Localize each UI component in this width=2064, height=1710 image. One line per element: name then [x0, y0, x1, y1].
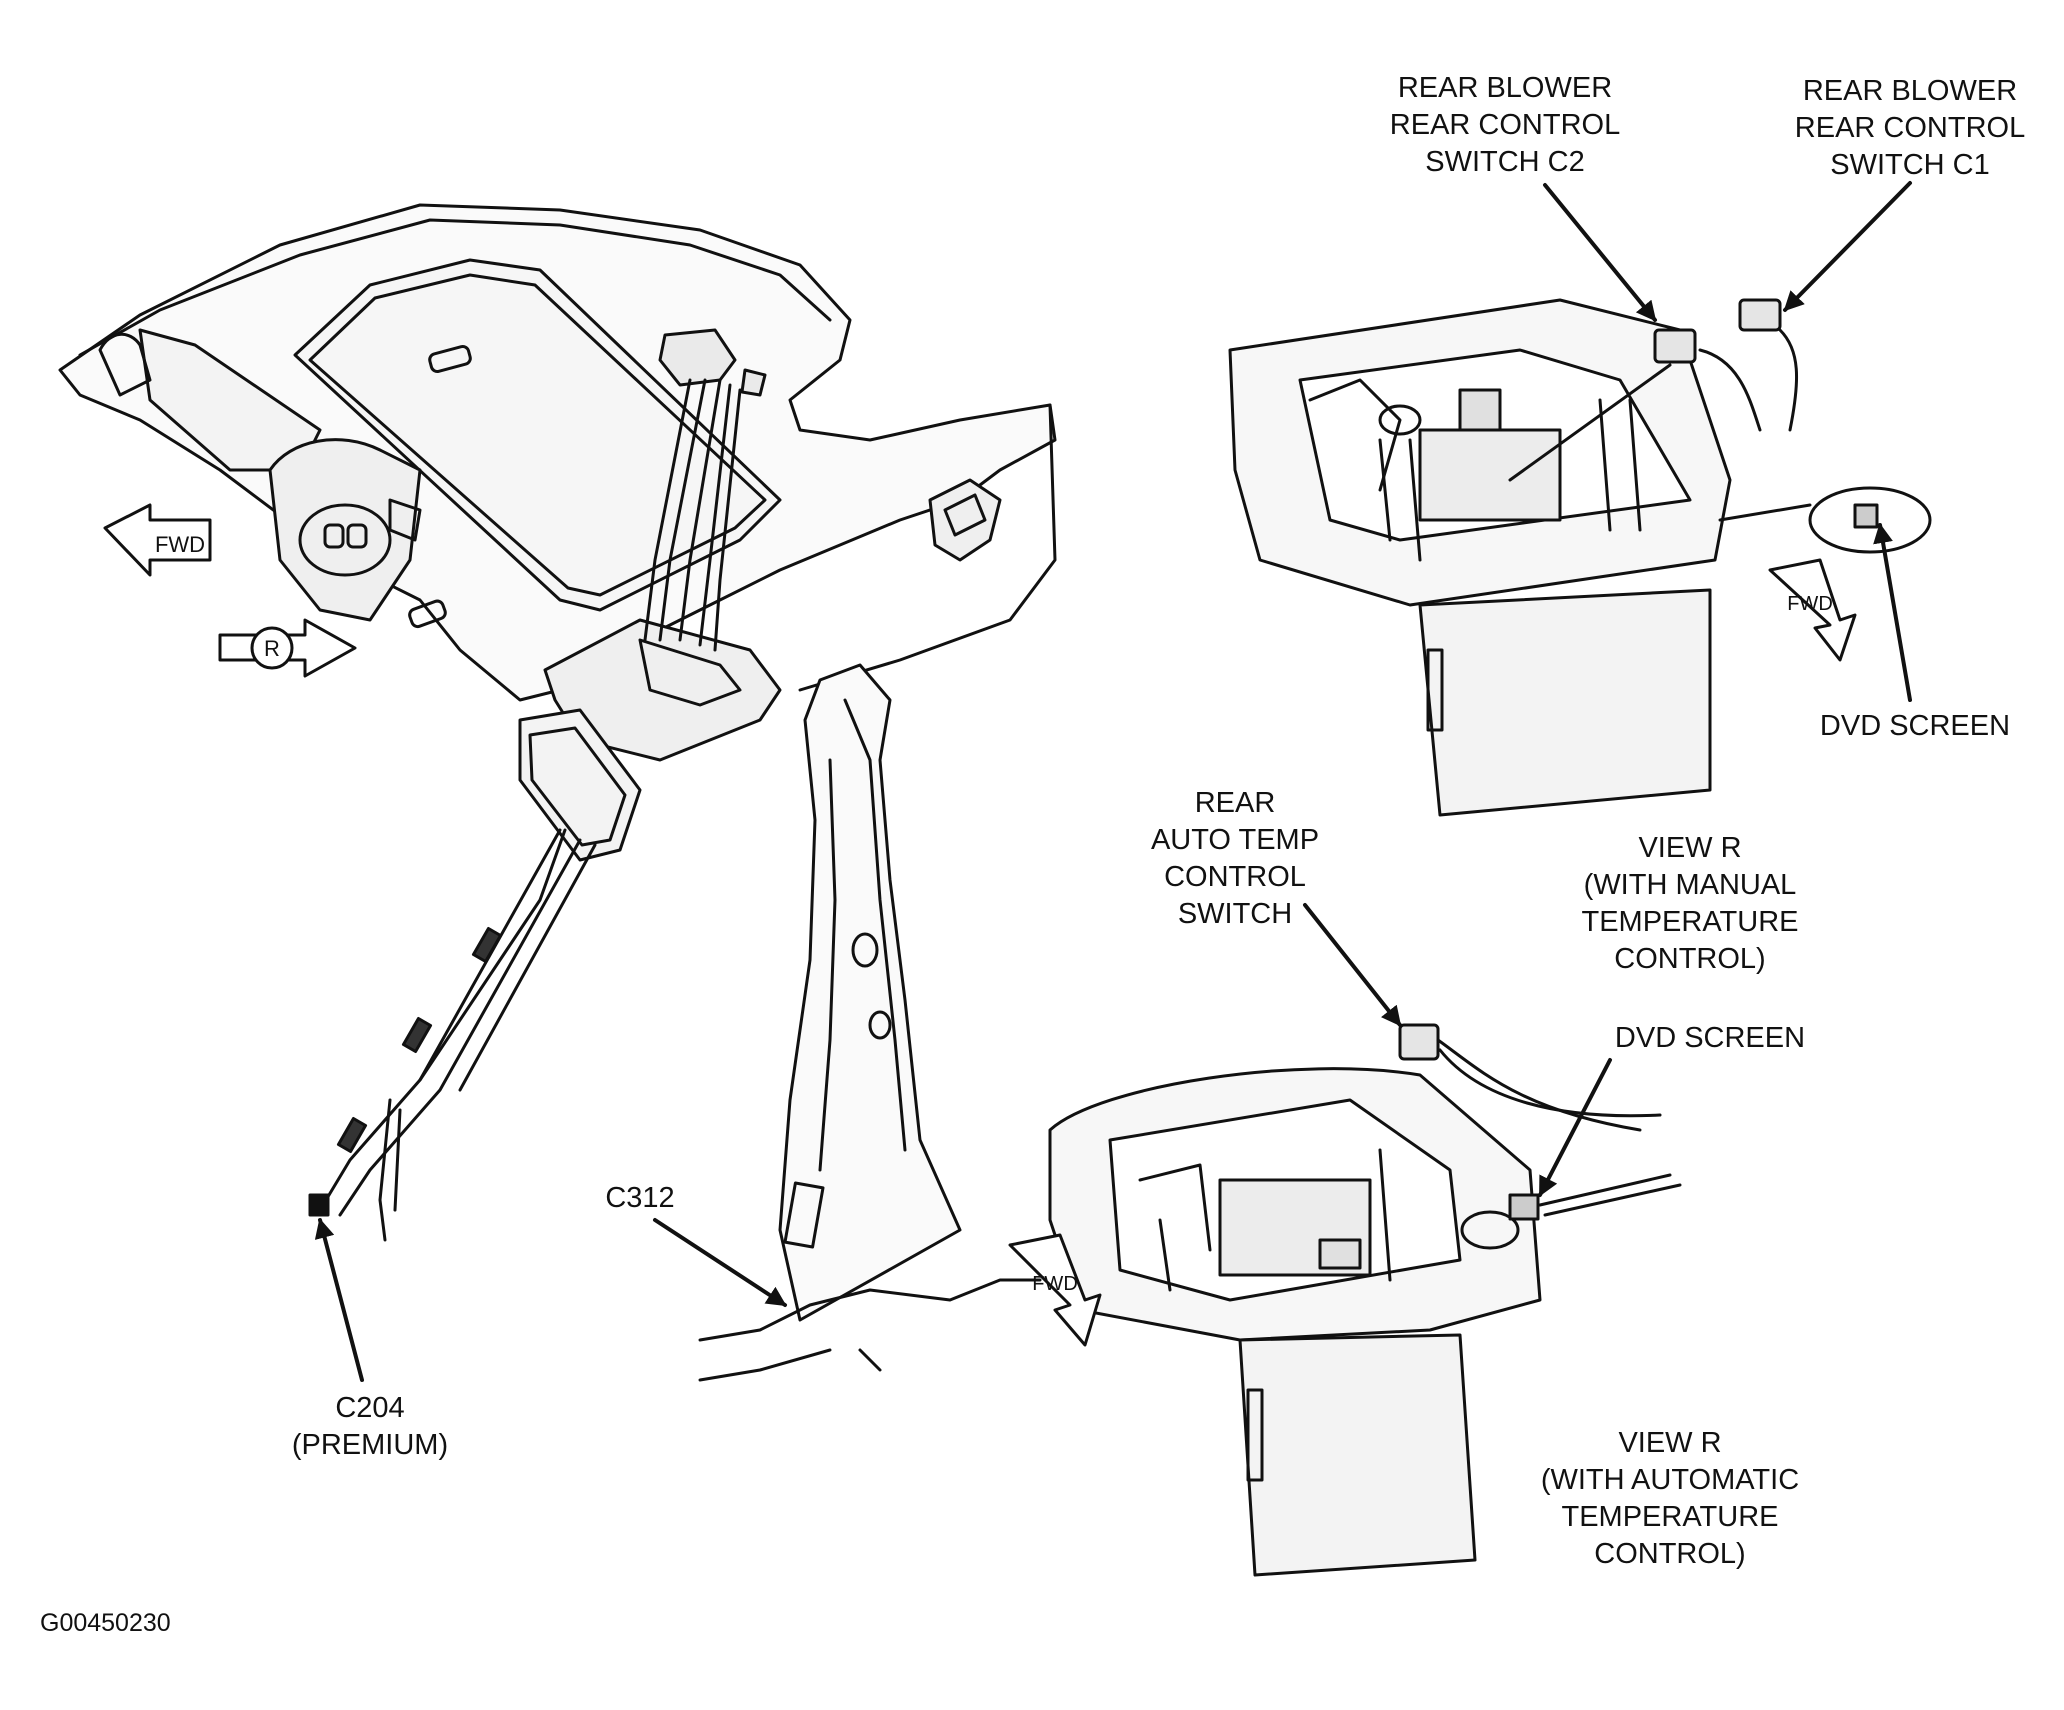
- leader-lines: [314, 181, 1912, 1382]
- view-r-auto-screen: [1238, 1333, 1477, 1577]
- svg-text:R: R: [264, 636, 280, 661]
- c2-connector: [1653, 328, 1697, 364]
- label-rear-blower-c2: REAR BLOWER REAR CONTROL SWITCH C2: [1389, 72, 1621, 178]
- sunroof-opening: [293, 258, 782, 612]
- leader-c204: [314, 1218, 364, 1382]
- wiring-harness: [318, 828, 562, 1212]
- b-pillar: [698, 663, 1042, 1382]
- leader-dvd-top: [1873, 523, 1912, 702]
- svg-text:FWD: FWD: [155, 532, 205, 557]
- headliner-assembly: [58, 203, 1057, 1242]
- label-view-r-manual: VIEW R (WITH MANUAL TEMPERATURE CONTROL): [1581, 832, 1799, 975]
- view-r-manual-console: [1228, 298, 1932, 817]
- view-r-manual-screen: [1418, 588, 1712, 817]
- leader-c312: [653, 1218, 787, 1307]
- label-c312: C312: [605, 1182, 675, 1214]
- dvd-screen-connector-top: [1853, 503, 1879, 529]
- fwd-arrow-bottom: FWD: [1008, 1233, 1102, 1347]
- label-rear-blower-c1: REAR BLOWER REAR CONTROL SWITCH C1: [1794, 75, 2026, 181]
- svg-text:FWD: FWD: [1787, 593, 1833, 615]
- label-view-r-auto: VIEW R (WITH AUTOMATIC TEMPERATURE CONTR…: [1540, 1427, 1800, 1570]
- view-r-auto-console: [1048, 1023, 1682, 1577]
- leader-c2: [1543, 183, 1657, 322]
- r-arrow: R: [218, 618, 357, 678]
- label-dvd-screen-top: DVD SCREEN: [1819, 710, 2011, 742]
- label-dvd-screen-bottom: DVD SCREEN: [1614, 1022, 1806, 1054]
- fwd-arrow-left: FWD: [103, 503, 212, 577]
- svg-text:FWD: FWD: [1032, 1273, 1078, 1295]
- overhead-dvd-screen: [518, 708, 642, 862]
- front-overhead-console: [268, 438, 422, 622]
- leader-dvd-bottom: [1538, 1058, 1612, 1197]
- leader-c1: [1783, 181, 1912, 312]
- label-rear-auto-temp: REAR AUTO TEMP CONTROL SWITCH: [1150, 787, 1320, 930]
- label-c204: C204 (PREMIUM): [291, 1392, 449, 1461]
- c204-connector: [308, 1193, 330, 1217]
- figure-code: G00450230: [40, 1609, 171, 1637]
- leader-auto-temp: [1303, 903, 1402, 1027]
- c1-connector: [1738, 298, 1782, 332]
- fwd-arrow-right: FWD: [1768, 558, 1857, 662]
- auto-temp-connector: [1398, 1023, 1440, 1061]
- dvd-screen-connector-bottom: [1508, 1193, 1540, 1221]
